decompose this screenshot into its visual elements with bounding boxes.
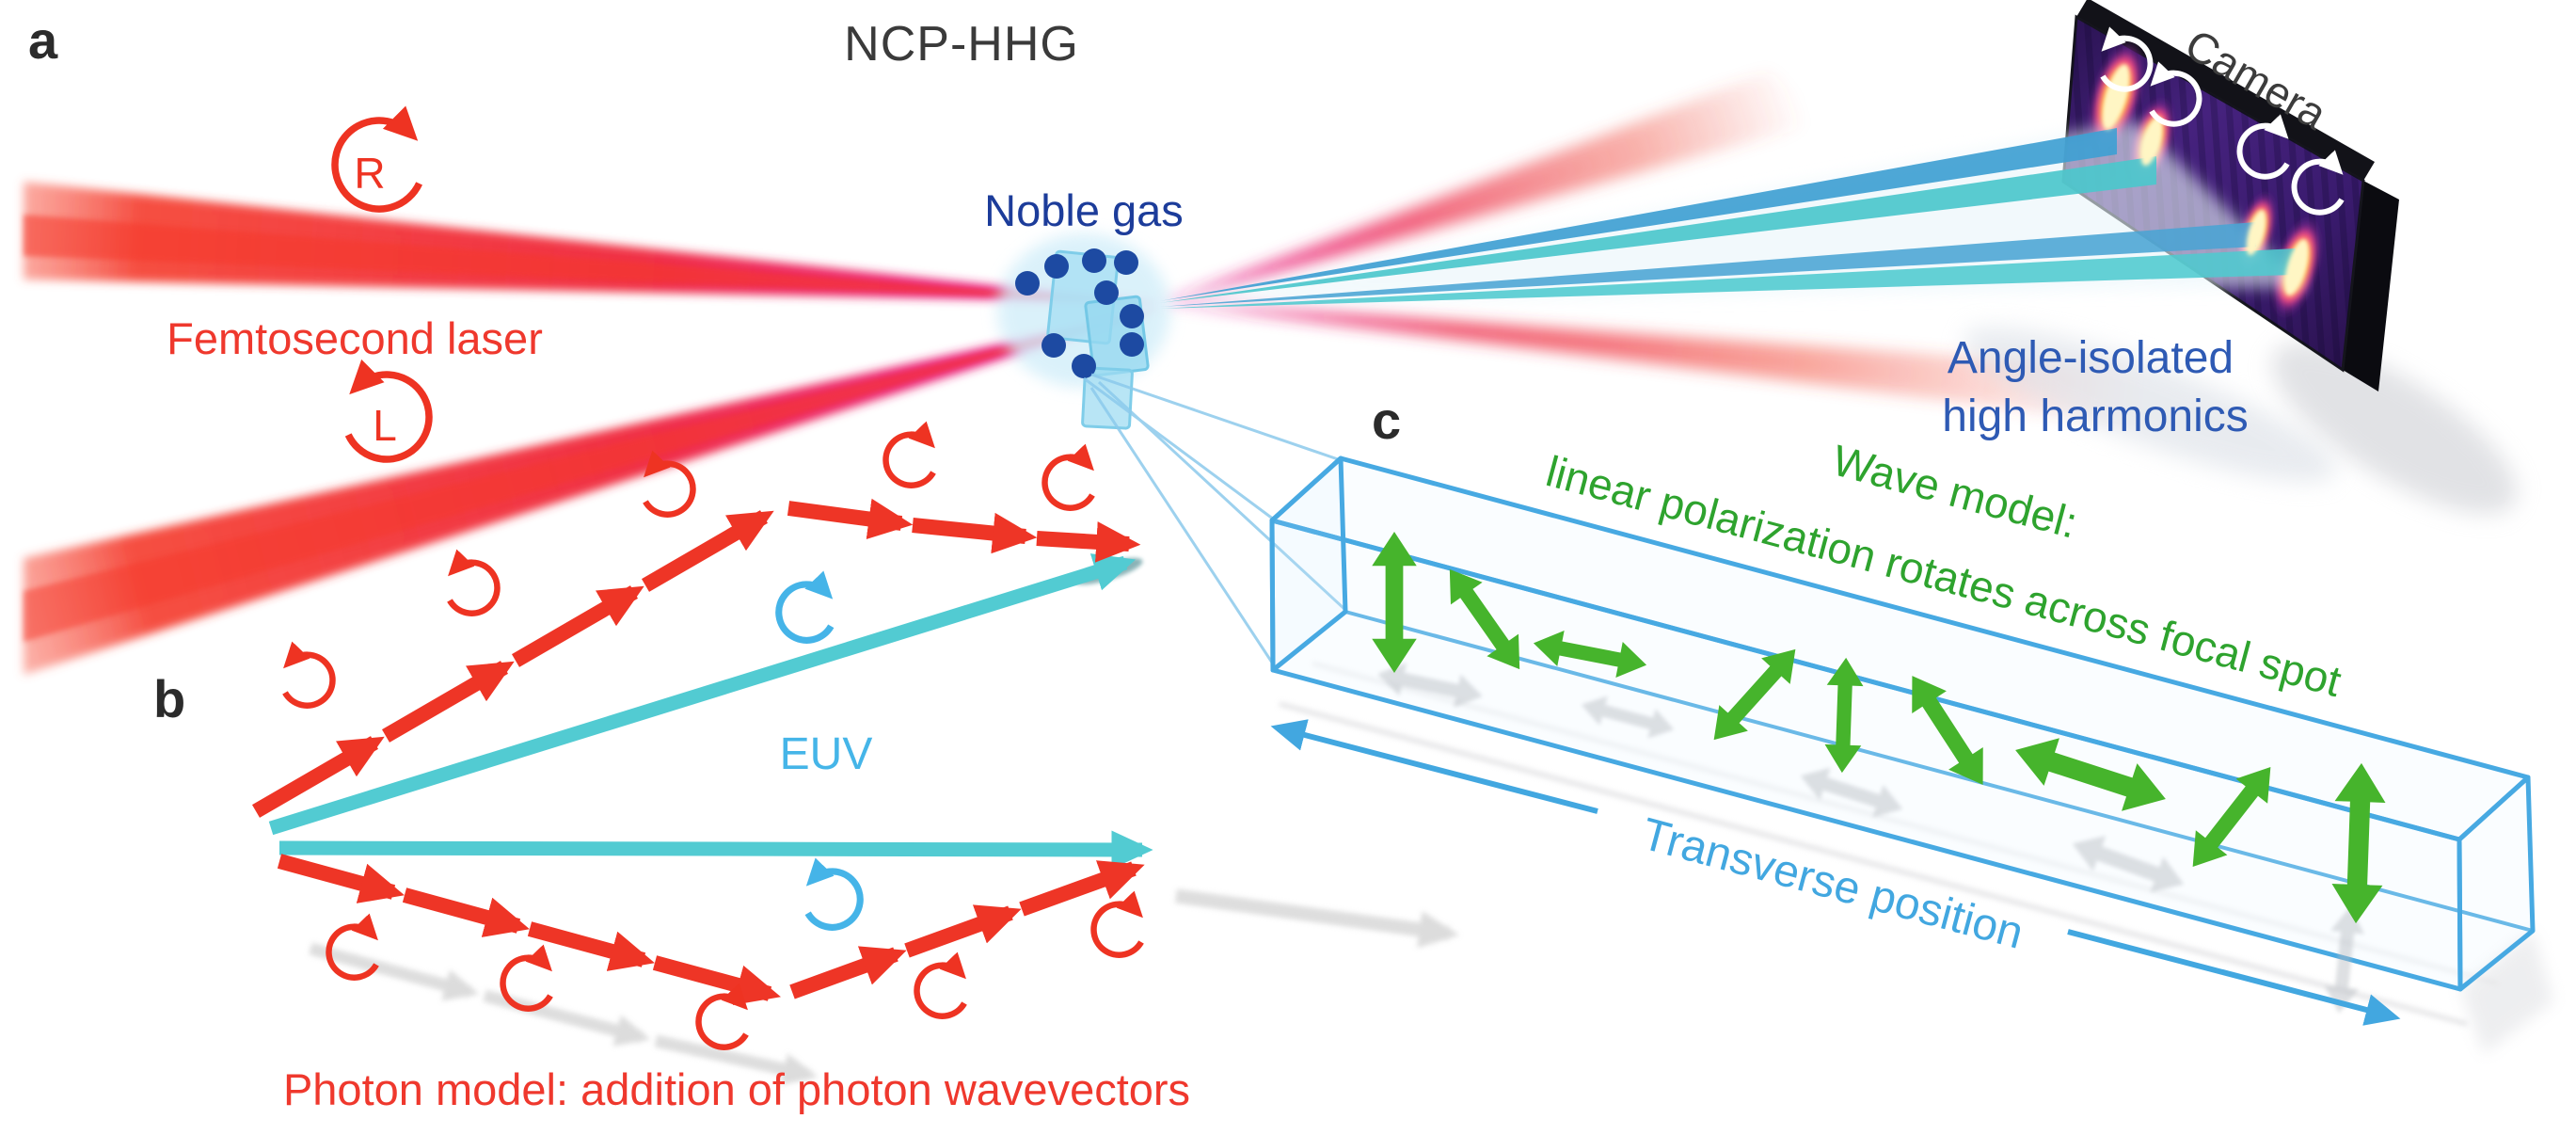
gas-atom: [1094, 280, 1119, 305]
euv-sum-vectors: [268, 553, 1153, 870]
euv-vector-upper: [268, 553, 1137, 836]
counterclockwise-rotation-icon: [285, 655, 332, 706]
photon-wavevector-chain-upper: [251, 498, 1141, 818]
camera-shadow-left: [1964, 328, 2336, 482]
box-shadow-line: [1312, 662, 2499, 985]
wave-model-box: [1269, 456, 2553, 1054]
euv-beam-fan: [1159, 120, 2307, 309]
camera-frame-right: [2343, 181, 2399, 392]
laser-polarization-icons: [331, 105, 433, 463]
panel-b-label: b: [153, 669, 185, 728]
angle-isolated-label-line1: Angle-isolated: [1948, 333, 2234, 383]
harmonic-spot-core: [2284, 239, 2309, 296]
euv-beam: [1159, 222, 2256, 307]
clockwise-rotation-icon: [917, 966, 964, 1016]
harmonic-spot-core: [2140, 116, 2163, 167]
panel-a-label: a: [28, 10, 58, 70]
femtosecond-laser-beams: [24, 72, 2145, 675]
gas-atom: [1042, 333, 1066, 358]
box-shadow-line: [1279, 701, 2468, 1027]
transverse-axis-left: [1270, 719, 1598, 814]
photon-wavevector-chain-lower: [277, 854, 1145, 1006]
clockwise-rotation-icon: [779, 584, 832, 640]
euv-vector-lower: [278, 830, 1153, 870]
harmonic-spot-core: [2102, 64, 2130, 130]
gas-atom: [1082, 248, 1106, 273]
box-left-face: [1269, 456, 1348, 673]
figure-title: NCP-HHG: [844, 17, 1079, 72]
clockwise-rotation-icon: [886, 435, 933, 486]
laser-beam-exit-upper-right: [1159, 72, 1827, 305]
focal-spot-projection-lines: [1083, 373, 1347, 669]
laser-beam-lower-left: [24, 309, 1159, 675]
euv-beam: [1159, 128, 2117, 301]
clockwise-rotation-icon: [699, 997, 746, 1047]
gas-atom: [1044, 254, 1069, 279]
counterclockwise-rotation-icon: [344, 359, 433, 463]
camera-shadow: [2271, 343, 2518, 514]
harmonic-spot-cores: [2102, 64, 2309, 296]
clockwise-rotation-icon: [331, 105, 422, 213]
left-circular-label: L: [373, 401, 397, 450]
laser-beam-exit-right: [1159, 301, 2145, 425]
box-bottom-back-edge: [1344, 610, 2534, 933]
gas-atom: [1120, 304, 1144, 328]
right-circular-label: R: [354, 149, 385, 198]
box-end-shadow: [2460, 931, 2553, 1054]
counterclockwise-rotation-icon: [808, 871, 861, 927]
photon-model-caption: Photon model: addition of photon wavevec…: [283, 1064, 1190, 1114]
box-right-face: [2457, 775, 2536, 992]
femtosecond-laser-label: Femtosecond laser: [167, 313, 543, 363]
euv-beam: [1159, 156, 2156, 303]
gas-atom: [1114, 250, 1138, 275]
noble-gas-target: [997, 233, 1347, 669]
euv-beam: [1159, 248, 2296, 309]
laser-beam-upper-left-core: [24, 215, 1159, 303]
clockwise-rotation-icon: [1045, 457, 1092, 508]
gas-atoms: [1015, 248, 1144, 378]
clockwise-rotation-icon: [1094, 904, 1141, 955]
laser-beam-lower-left-core: [24, 309, 1159, 642]
photon-model: [251, 435, 1460, 1085]
camera-frame-top: [2076, 0, 2375, 181]
gas-atom: [1120, 332, 1144, 357]
transverse-axis-right: [2067, 929, 2401, 1026]
angle-isolated-label-line2: high harmonics: [1942, 392, 2249, 441]
gas-nozzle: [1081, 366, 1134, 430]
gas-atom: [1015, 271, 1040, 296]
noble-gas-label: Noble gas: [984, 185, 1184, 235]
laser-beam-upper-left: [24, 182, 1159, 303]
euv-label: EUV: [780, 729, 873, 779]
panel-c-label: c: [1372, 391, 1401, 450]
transverse-position-axis: [1270, 719, 2401, 1026]
counterclockwise-rotation-icon: [450, 563, 497, 614]
counterclockwise-rotation-icon: [645, 464, 692, 515]
photon-chain-shadow: [309, 888, 1460, 1085]
gas-atom: [1072, 354, 1096, 378]
harmonic-spot-core: [2246, 209, 2266, 256]
